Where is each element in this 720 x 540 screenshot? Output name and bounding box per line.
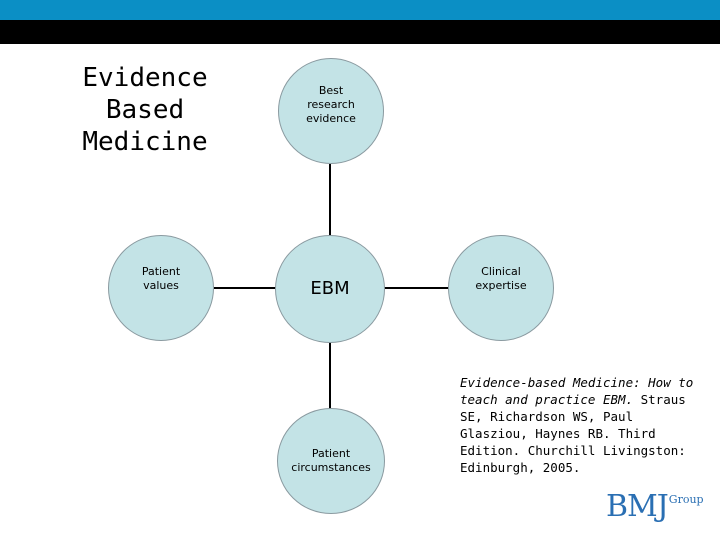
connector-right <box>384 287 449 289</box>
node-label-left: Patient values <box>141 265 181 292</box>
bmj-group-logo: BMJ Group <box>606 492 704 526</box>
citation-details: Straus SE, Richardson WS, Paul Glasziou,… <box>460 392 686 475</box>
node-ebm: EBM <box>275 235 385 343</box>
connector-left <box>214 287 276 289</box>
connector-bottom <box>329 342 331 409</box>
node-best-research-evidence: Best research evidence <box>278 58 384 164</box>
logo-bmj-text: BMJ <box>606 489 669 524</box>
reference-citation: Evidence-based Medicine: How to teach an… <box>460 374 700 476</box>
slide-title: Evidence Based Medicine <box>82 63 208 157</box>
node-clinical-expertise: Clinical expertise <box>448 235 554 341</box>
top-accent-bar <box>0 0 720 20</box>
node-patient-values: Patient values <box>108 235 214 341</box>
connector-top <box>329 164 331 236</box>
node-label-right: Clinical expertise <box>475 265 527 292</box>
citation-title: Evidence-based Medicine: How to teach an… <box>460 375 694 407</box>
logo-group-text: Group <box>668 493 704 506</box>
top-black-bar <box>0 20 720 44</box>
node-patient-circumstances: Patient circumstances <box>277 408 385 514</box>
node-label-bottom: Patient circumstances <box>291 447 371 474</box>
node-label-top: Best research evidence <box>306 84 356 125</box>
node-label-center: EBM <box>310 278 350 299</box>
